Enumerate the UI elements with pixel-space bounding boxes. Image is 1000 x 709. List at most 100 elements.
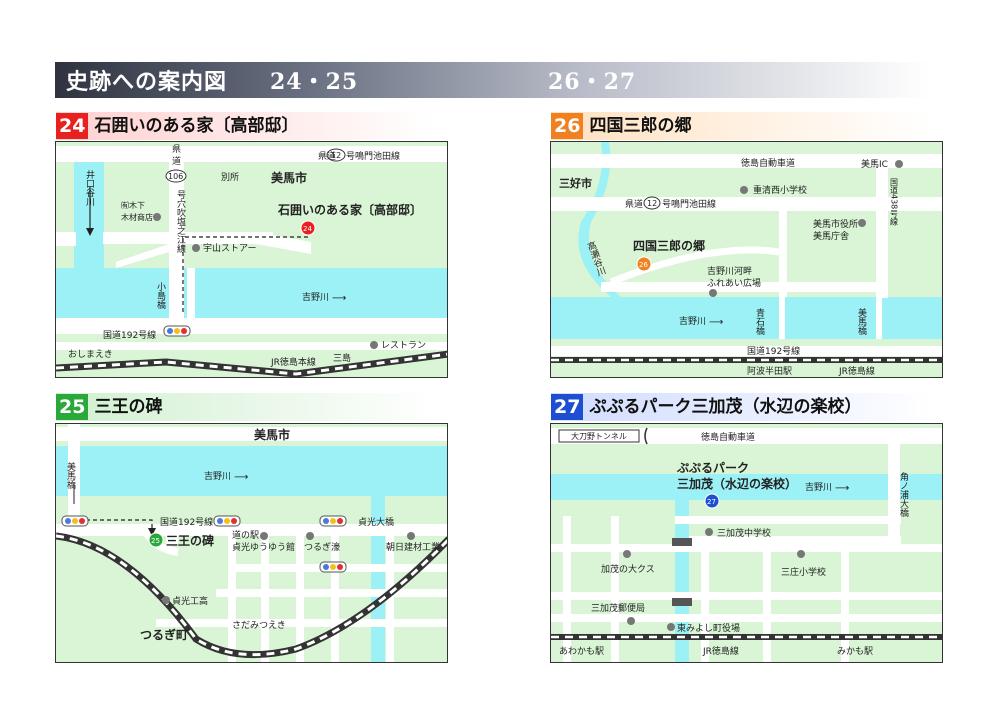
- es-marker: [797, 550, 805, 558]
- railway-label: JR徳島本線: [270, 356, 316, 368]
- bridge-1-label: 青石橋: [754, 307, 765, 336]
- park-label-2: ふれあい広場: [707, 277, 761, 289]
- route-12-label-a: 県道: [625, 198, 643, 210]
- target-27-label-1: ぷぷるパーク: [676, 461, 749, 475]
- iguchidani-river: [74, 160, 104, 272]
- section-name-25: 三王の碑: [94, 397, 163, 417]
- town-label: つるぎ町: [140, 627, 188, 642]
- national-road-label: 国道192号線: [747, 345, 800, 357]
- station-1-label: あわかも駅: [559, 646, 604, 657]
- station-label: さだみつえき: [232, 620, 286, 631]
- section-name-27: ぷぷるパーク三加茂（水辺の楽校）: [589, 397, 862, 417]
- section-name-26: 四国三郎の郷: [589, 116, 692, 136]
- route-438-label: 国道438号線: [890, 178, 899, 225]
- iguchidani-label: 井口谷川: [84, 169, 95, 206]
- factory-label: 朝日建材工業: [386, 541, 440, 553]
- target-27-marker: [704, 493, 720, 509]
- north-road: [56, 427, 447, 441]
- route-12-num: 12: [647, 199, 657, 208]
- river-arrow: ⟶: [709, 317, 723, 328]
- section-num-24: 24: [56, 113, 89, 139]
- bridge-label: 角ノ浦大橋: [898, 471, 909, 518]
- header-nums-left: 24・25: [270, 69, 359, 95]
- jhs-label: 三加茂中学校: [717, 527, 771, 539]
- prefectural-road-12: [56, 146, 447, 162]
- tree-label: 加茂の大クス: [601, 563, 655, 575]
- yoshino-river: [551, 474, 942, 500]
- bessho-label: 別所: [221, 172, 239, 183]
- route-12-label-a: 県道: [318, 150, 336, 162]
- route-12-label-b: 号鳴門池田線: [662, 198, 716, 210]
- national-road-label: 国道192号線: [160, 516, 213, 528]
- target-27-label-2: 三加茂（水辺の楽校）: [677, 476, 797, 491]
- national-road-192: [551, 346, 942, 356]
- header-banner: [55, 62, 930, 98]
- section-num-26: 26: [551, 113, 584, 139]
- section-title-25: 25 三王の碑: [56, 393, 436, 421]
- yoshino-river: [56, 446, 447, 496]
- national-road-192: [56, 318, 447, 334]
- expressway: [551, 154, 942, 168]
- michinoeki-marker: [260, 532, 268, 540]
- yoshino-river: [56, 268, 447, 328]
- target-27-num: 27: [707, 498, 716, 506]
- cityhall-label-2: 美馬庁舎: [813, 230, 849, 242]
- route-106-name: 号穴吹塩之江線: [175, 190, 186, 253]
- shop-marker: [192, 244, 200, 252]
- section-title-27: 27 ぷぷるパーク三加茂（水辺の楽校）: [551, 393, 931, 421]
- national-road-label: 国道192号線: [103, 329, 156, 341]
- expressway: [551, 428, 942, 444]
- station-2-label: みかも駅: [837, 646, 873, 657]
- office-marker: [667, 623, 675, 631]
- park-label-1: 吉野川河畔: [707, 265, 752, 277]
- expressway-label: 徳島自動車道: [701, 431, 755, 443]
- cityhall-label-1: 美馬市役所: [813, 218, 858, 230]
- michinoeki-label-2: 貞光ゆうゆう館: [232, 541, 295, 553]
- store-label-2: 木材商店: [121, 212, 153, 222]
- section-title-26: 26 四国三郎の郷: [551, 112, 931, 140]
- station-label: 阿波半田駅: [747, 365, 792, 377]
- route-106-badge: [165, 169, 187, 183]
- office-label: 東みよし町役場: [677, 622, 740, 634]
- es-label: 三庄小学校: [781, 566, 826, 578]
- target-24-num: 24: [303, 225, 312, 233]
- page-title: 史跡への案内図: [66, 69, 228, 95]
- city-label: 美馬市: [254, 427, 290, 442]
- city-label: 三好市: [559, 176, 592, 190]
- mishima-label: 三島: [333, 352, 351, 364]
- target-24-label: 石囲いのある家〔高部邸〕: [277, 202, 422, 217]
- route-106-b: 道: [172, 155, 181, 167]
- post-label: 三加茂郵便局: [591, 602, 645, 614]
- station-label: おしまえき: [68, 349, 113, 360]
- target-25-num: 25: [151, 537, 160, 545]
- yoshino-label: 吉野川: [204, 471, 231, 482]
- store-marker: [153, 213, 161, 221]
- school-label: 重清西小学校: [753, 184, 807, 196]
- target-24-marker: [300, 220, 316, 236]
- tunnel-label: 大刀野トンネル: [571, 431, 627, 441]
- restaurant-label: レストラン: [381, 340, 426, 351]
- tree-marker: [623, 550, 631, 558]
- shop-marker: [306, 532, 314, 540]
- route-12-badge: [326, 148, 346, 162]
- bridge-2-label: 美馬橋: [856, 307, 867, 336]
- route-106-a: 県: [172, 144, 181, 155]
- expressway-label: 徳島自動車道: [741, 157, 795, 169]
- city-label: 美馬市: [271, 170, 307, 185]
- yoshino-label: 吉野川: [805, 482, 832, 493]
- section-num-27: 27: [551, 394, 584, 420]
- section-title-24: 24 石囲いのある家〔高部邸〕: [56, 112, 436, 140]
- river-arrow: ⟶: [332, 293, 346, 304]
- works-marker: [162, 596, 170, 604]
- post-marker: [627, 617, 635, 625]
- ic-label: 美馬IC: [861, 158, 888, 170]
- railway-label: JR徳島線: [838, 365, 875, 377]
- ic-marker: [895, 160, 903, 168]
- map-27: 大刀野トンネル 徳島自動車道 ぷぷるパーク 三加茂（水辺の楽校） 27 吉野川 …: [550, 423, 943, 663]
- store-label-1: ㈲木下: [121, 200, 145, 210]
- target-25-label: 三王の碑: [166, 533, 214, 548]
- target-25-marker: [148, 532, 164, 548]
- park-marker: [709, 289, 717, 297]
- michinoeki-label-1: 道の駅: [232, 529, 259, 541]
- target-26-num: 26: [639, 261, 648, 269]
